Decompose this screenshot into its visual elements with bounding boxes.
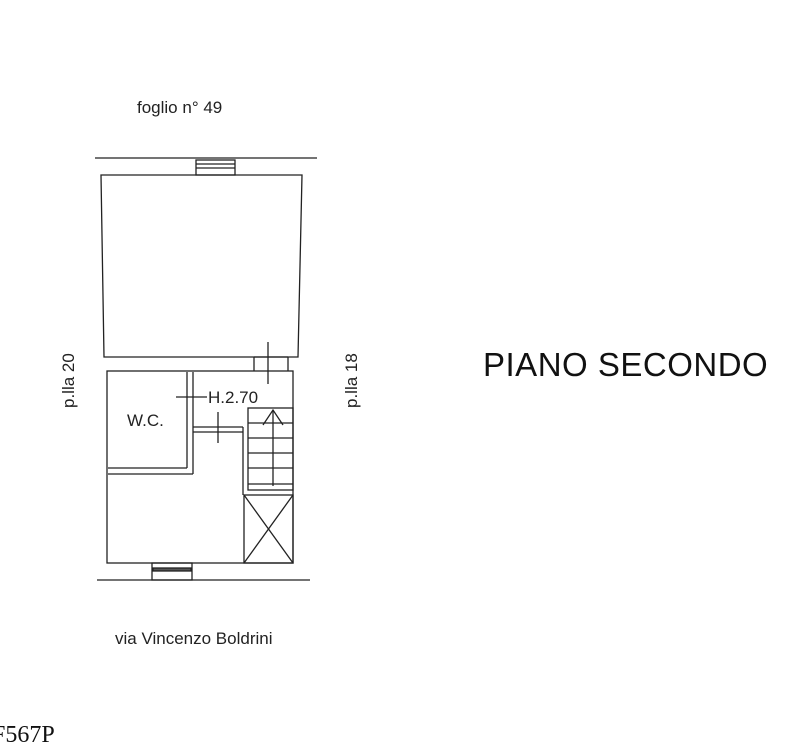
- document-code: F567P: [0, 722, 55, 748]
- staircase: [247, 407, 294, 491]
- floor-title: PIANO SECONDO: [483, 346, 769, 383]
- top-window: [195, 159, 236, 176]
- right-parcel-label: p.lla 18: [342, 353, 361, 408]
- bottom-window: [151, 562, 193, 581]
- height-label: H.2.70: [208, 388, 258, 407]
- void-cross: [243, 494, 294, 564]
- wc-walls: [108, 372, 244, 495]
- street-label: via Vincenzo Boldrini: [115, 629, 273, 648]
- upper-room: [100, 174, 303, 358]
- room-label: W.C.: [127, 411, 164, 430]
- left-parcel-label: p.lla 20: [59, 353, 78, 408]
- sheet-label: foglio n° 49: [137, 98, 222, 117]
